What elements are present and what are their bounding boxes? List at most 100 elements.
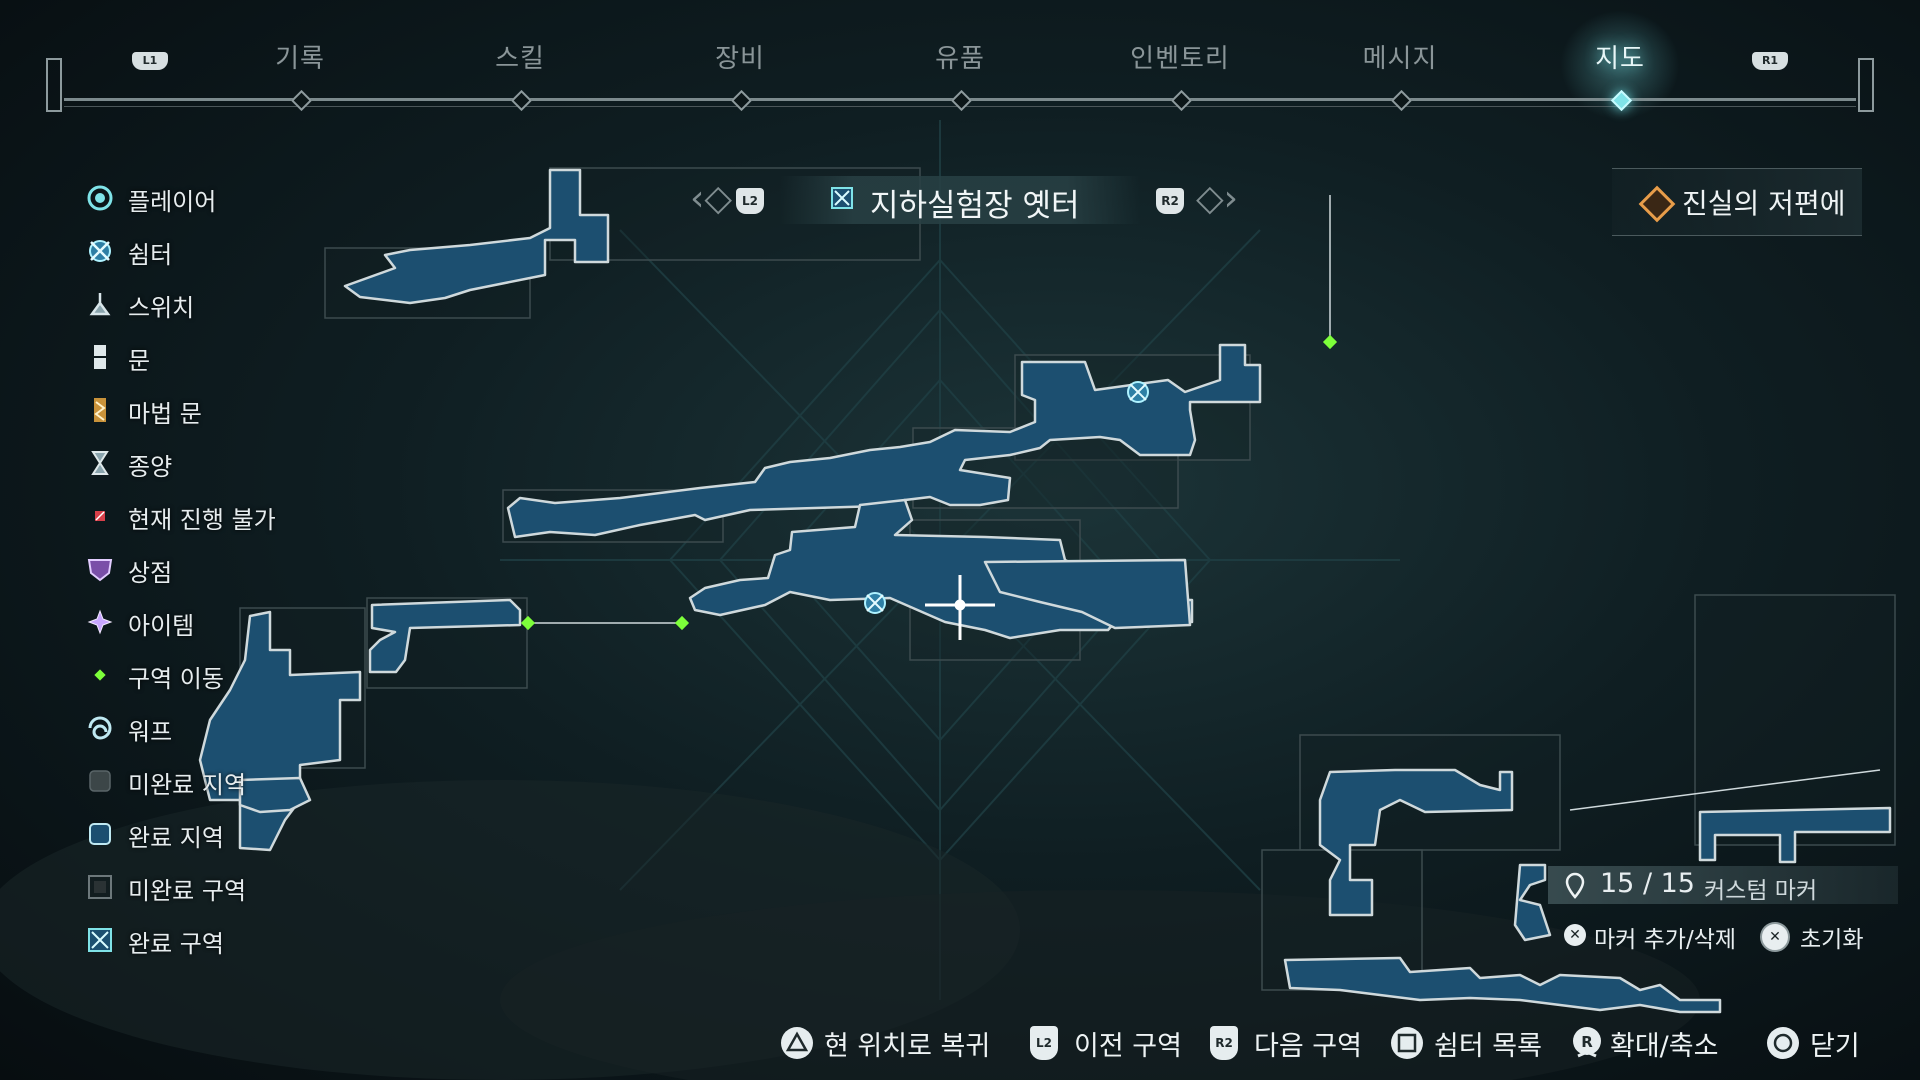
legend-item-player: 플레이어 [84,180,344,220]
shelter-icon [89,240,111,262]
close-label: 닫기 [1810,1031,1860,1062]
previous-zone-label: 이전 구역 [1074,1031,1182,1062]
map-cursor[interactable] [925,575,995,640]
custom-marker-panel: 15 / 15 커스텀 마커 ✕ 마커 추가/삭제 ✕ 초기화 [1500,858,1900,968]
map-legend: 플레이어 쉼터 스위치 문 마법 문 종양 현재 진행 불가 상점 아이템 구역… [84,180,344,960]
svg-text:R: R [1581,1033,1593,1051]
legend-item-complete-zone: 완료 구역 [84,922,344,962]
legend-label: 아이템 [128,612,195,640]
marker-count-bar [1548,866,1898,904]
legend-item-area-transition: 구역 이동 [84,657,344,697]
legend-item-blocked: 현재 진행 불가 [84,498,344,538]
close-button[interactable]: 닫기 [1766,1022,1886,1062]
tab-inventory[interactable]: 인벤토리 [1130,44,1230,74]
l2-button-icon: L2 [1030,1026,1058,1060]
area-transition-markers [520,334,1338,631]
tab-messages-marker [1390,89,1413,112]
zoom-label: 확대/축소 [1610,1031,1719,1062]
legend-label: 완료 구역 [128,930,224,958]
region-header: ‹◇ L2 지하실험장 옛터 R2 ◇› [680,172,1240,228]
legend-label: 문 [128,347,151,375]
circle-button-icon [1767,1027,1799,1059]
r1-button[interactable]: R1 [1752,52,1788,70]
legend-item-warp: 워프 [84,710,344,750]
legend-item-complete-area: 완료 지역 [84,816,344,856]
legend-label: 미완료 구역 [128,877,247,905]
legend-label: 상점 [128,559,173,587]
r2-button-icon: R2 [1210,1026,1238,1060]
legend-label: 플레이어 [128,188,217,216]
shelter-list-button[interactable]: 쉼터 목록 [1390,1022,1560,1062]
complete-zone-icon [831,187,853,209]
l2-button[interactable]: L2 [736,188,764,214]
player-icon [87,185,113,211]
tab-skills-marker [510,89,533,112]
objective-box[interactable]: 진실의 저편에 [1612,168,1862,236]
return-label: 현 위치로 복귀 [824,1031,991,1062]
shelter-icon[interactable] [864,592,886,614]
legend-label: 마법 문 [128,400,202,428]
nav-end-right [1858,58,1874,112]
next-zone-button[interactable]: R2 다음 구역 [1210,1022,1370,1062]
tab-skills[interactable]: 스킬 [495,44,545,74]
cross-button-icon: ✕ [1564,924,1586,946]
legend-item-switch: 스위치 [84,286,344,326]
tab-relics-marker [950,89,973,112]
legend-item-incomplete-zone: 미완료 구역 [84,869,344,909]
legend-label: 미완료 지역 [128,771,247,799]
map-pin-icon [1565,872,1585,899]
tab-relics[interactable]: 유품 [935,44,985,74]
shelter-list-label: 쉼터 목록 [1434,1031,1542,1062]
return-to-position-button[interactable]: 현 위치로 복귀 [780,1022,990,1062]
shelter-icon[interactable] [1127,381,1149,403]
legend-item-incomplete-area: 미완료 지역 [84,763,344,803]
nav-end-left [46,58,62,112]
complete-area-icon [89,823,111,845]
door-icon [94,345,106,369]
objective-label: 진실의 저편에 [1682,187,1846,220]
zoom-button[interactable]: R 확대/축소 [1570,1022,1730,1062]
legend-item-magic-door: 마법 문 [84,392,344,432]
legend-label: 현재 진행 불가 [128,506,276,534]
legend-label: 종양 [128,453,173,481]
tumor-icon [91,451,109,475]
warp-icon [88,716,112,740]
marker-count: 15 / 15 [1600,868,1695,899]
chevron-left-icon[interactable]: ‹◇ [690,178,733,219]
bottom-action-bar: 현 위치로 복귀 L2 이전 구역 R2 다음 구역 쉼터 목록 R 확대/축소… [770,1018,1900,1068]
legend-label: 스위치 [128,294,195,322]
tab-map[interactable]: 지도 [1595,44,1645,74]
magic-door-icon [94,398,106,422]
reset-markers-button[interactable]: 초기화 [1800,927,1864,953]
legend-item-tumor: 종양 [84,445,344,485]
previous-zone-button[interactable]: L2 이전 구역 [1030,1022,1190,1062]
add-remove-marker-button[interactable]: 마커 추가/삭제 [1594,927,1737,953]
incomplete-zone-icon [88,875,112,899]
legend-label: 쉼터 [128,241,173,269]
tab-messages[interactable]: 메시지 [1362,44,1438,74]
blocked-icon [95,511,105,521]
square-button-icon [1391,1027,1423,1059]
incomplete-area-icon [89,770,111,792]
legend-item-shelter: 쉼터 [84,233,344,273]
complete-zone-icon [88,928,112,952]
legend-item-door: 문 [84,339,344,379]
r2-button[interactable]: R2 [1156,188,1184,214]
top-navigation: L1 R1 기록 스킬 장비 유품 인벤토리 메시지 지도 [0,0,1920,120]
triangle-button-icon [781,1027,813,1059]
legend-label: 워프 [128,718,173,746]
l1-button[interactable]: L1 [132,52,168,70]
legend-label: 완료 지역 [128,824,224,852]
chevron-right-icon[interactable]: ◇› [1196,178,1239,219]
cross-button-icon: ✕ [1760,922,1790,952]
tab-records[interactable]: 기록 [275,44,325,74]
area-transition-icon [94,669,106,681]
orange-diamond-icon [1638,185,1676,223]
tab-equipment[interactable]: 장비 [715,44,765,74]
r-stick-icon: R [1573,1027,1601,1058]
item-icon [87,609,113,635]
marker-label: 커스텀 마커 [1704,878,1818,904]
shop-icon [87,559,113,582]
legend-label: 구역 이동 [128,665,224,693]
explored-areas [198,168,1892,1014]
